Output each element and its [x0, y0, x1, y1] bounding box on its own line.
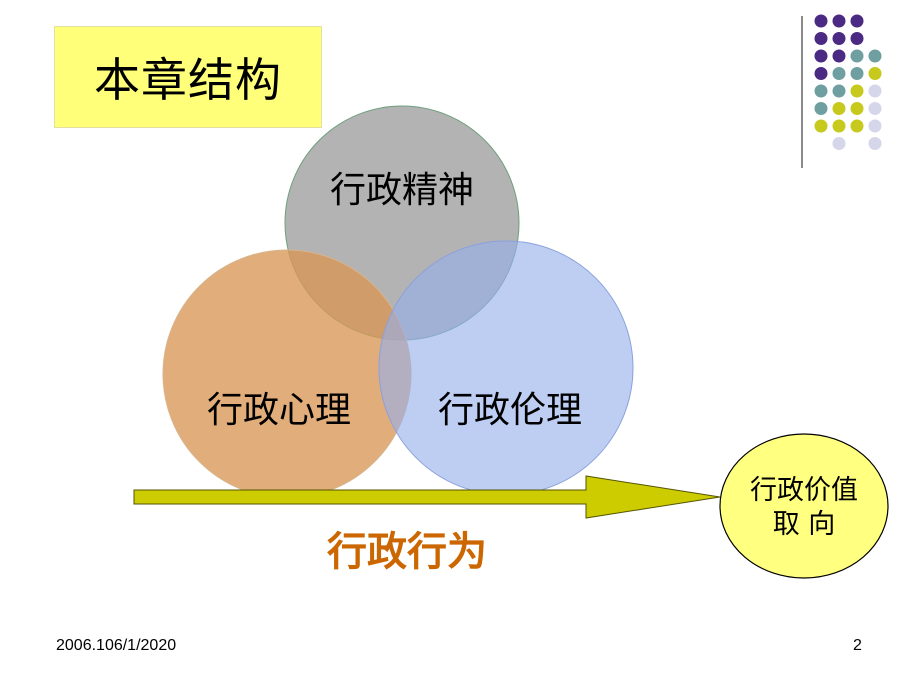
footer-date: 2006.106/1/2020 — [56, 637, 177, 654]
decorative-dot — [850, 14, 864, 28]
decorative-dot — [850, 32, 864, 45]
decorative-dot — [832, 49, 846, 63]
decorative-dot — [814, 119, 828, 133]
decorative-dot — [832, 32, 846, 45]
decorative-dot — [850, 67, 864, 80]
decorative-dot — [832, 84, 846, 98]
decorative-dot-grid — [814, 14, 882, 150]
decorative-dot — [868, 119, 882, 133]
decorative-dot — [868, 49, 882, 63]
slide-title: 本章结构 — [94, 53, 282, 107]
decorative-dot — [832, 67, 846, 80]
decorative-dot — [868, 67, 882, 80]
decorative-dot — [832, 14, 846, 28]
circle-psychology-label: 行政心理 — [207, 390, 351, 431]
value-orientation-line1: 行政价值 — [750, 475, 858, 506]
decorative-dot — [868, 137, 882, 150]
decorative-dot — [850, 84, 864, 98]
behavior-arrow — [133, 475, 721, 519]
page-number: 2 — [853, 637, 862, 654]
decorative-dot — [832, 137, 846, 150]
decorative-dot — [850, 119, 864, 133]
title-box: 本章结构 — [54, 26, 322, 128]
decorative-dot — [832, 119, 846, 133]
decorative-dot — [832, 102, 846, 115]
arrow-label: 行政行为 — [327, 529, 487, 575]
decorative-divider — [801, 16, 803, 168]
decorative-dot — [814, 102, 828, 115]
decorative-dot — [850, 49, 864, 63]
value-orientation-line2: 取 向 — [773, 509, 836, 540]
decorative-dot — [814, 84, 828, 98]
decorative-dot — [850, 102, 864, 115]
decorative-dot — [814, 14, 828, 28]
value-orientation-circle — [719, 433, 889, 579]
decorative-dot — [814, 49, 828, 63]
decorative-dot — [814, 32, 828, 45]
circle-spirit-label: 行政精神 — [330, 170, 474, 211]
decorative-dot — [868, 84, 882, 98]
circle-ethics — [378, 240, 634, 496]
decorative-dot — [868, 102, 882, 115]
circle-ethics-label: 行政伦理 — [438, 390, 582, 431]
decorative-dot — [814, 67, 828, 80]
circle-psychology — [162, 249, 412, 499]
